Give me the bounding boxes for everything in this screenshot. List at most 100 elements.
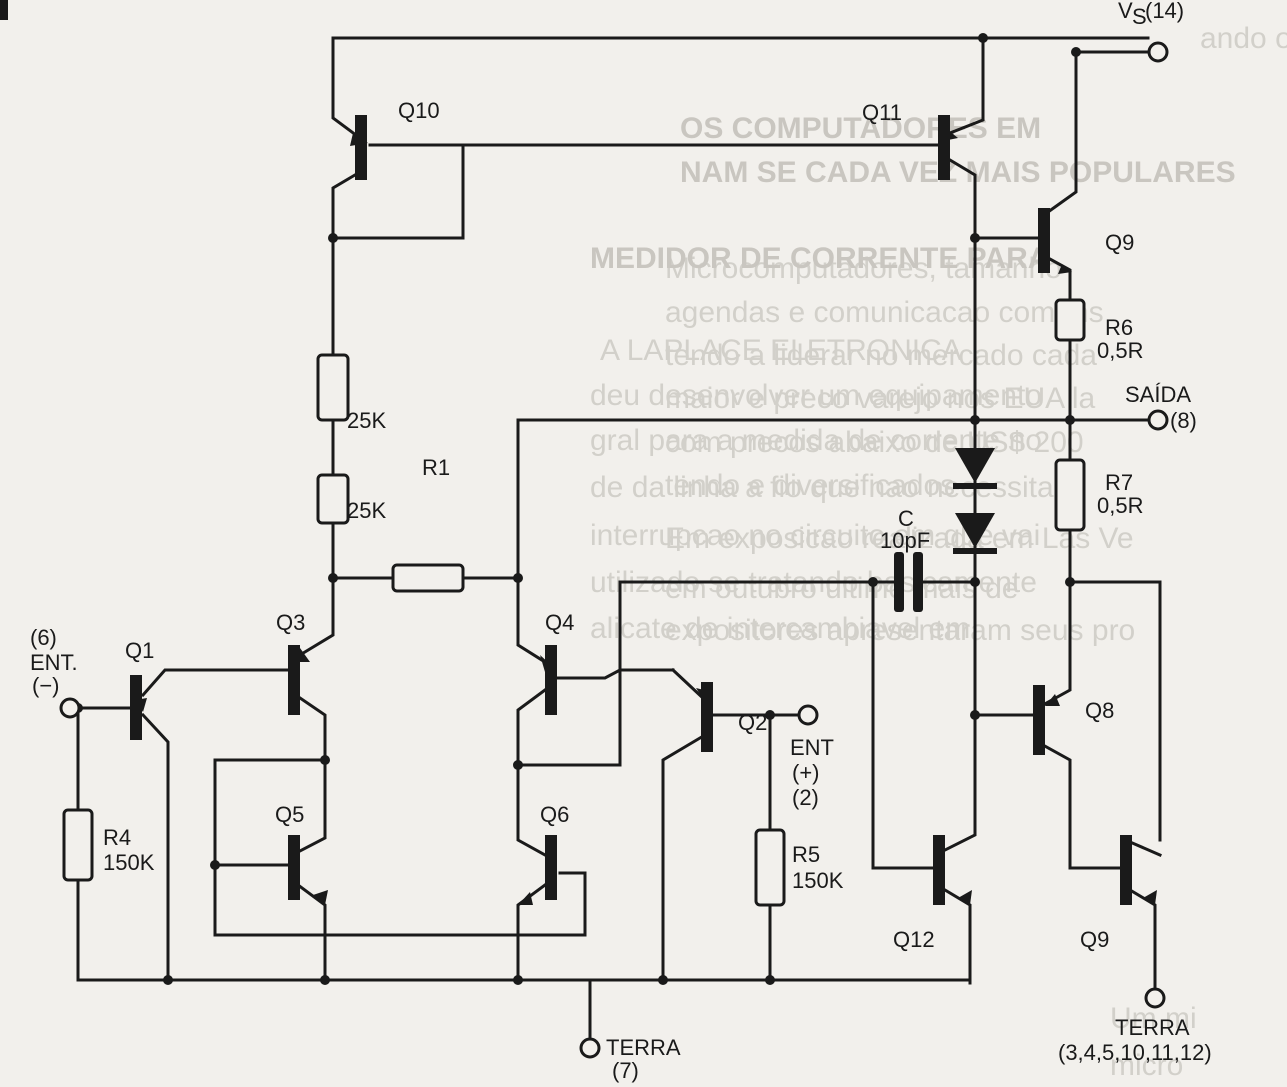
bg-text-13: MEDIDOR DE CORRENTE PARA: [590, 242, 1049, 275]
r6-resistor: [1054, 298, 1086, 342]
q5-arrow: [313, 890, 328, 905]
diode-lower-cathode: [953, 548, 997, 554]
ent-neg-sign: (−): [32, 673, 60, 698]
q4-label: Q4: [545, 610, 574, 635]
q12-label: Q12: [893, 927, 935, 952]
bg-text-20: alicate de intercambiavel em: [590, 612, 970, 645]
terra-right-pins-label: (3,4,5,10,11,12): [1058, 1040, 1212, 1065]
q1-base-bar: [130, 675, 142, 740]
q3-label: Q3: [276, 610, 305, 635]
q2-label: Q2: [738, 710, 767, 735]
terra-left-label: TERRA: [606, 1035, 681, 1060]
q5-label: Q5: [275, 802, 304, 827]
q10-base-bar: [355, 115, 367, 180]
labels: V S (14) Q10 Q11 Q9 R6 0,5R SAÍDA (8) R7…: [30, 0, 1212, 1083]
bg-text-4: Microcomputadores, tamanho: [665, 252, 1062, 285]
q9-top-label: Q9: [1105, 230, 1134, 255]
ent-neg-pin-label: (6): [30, 625, 57, 650]
q9-top-base-bar: [1038, 208, 1050, 273]
bg-text-14: A LAPLACE ELETRONICA: [600, 334, 962, 367]
q8-base-bar: [1033, 685, 1045, 755]
terra-left-pin-label: (7): [612, 1058, 639, 1083]
capacitor-plate-right: [913, 552, 923, 612]
horizontal-resistor: [391, 563, 465, 593]
r5-resistor: [754, 828, 786, 907]
diodes: [953, 448, 997, 554]
terra-right-terminal: [1144, 987, 1166, 1009]
transistor-bases: [130, 115, 1132, 905]
r1-label: R1: [422, 455, 450, 480]
vs-label: V: [1118, 0, 1133, 23]
r7-value: 0,5R: [1097, 493, 1143, 518]
capacitor-c: [894, 552, 923, 612]
ent-positive-terminal: [797, 704, 819, 726]
bg-text-5: agendas e comunicacao comuns: [665, 296, 1104, 329]
q9-bottom-label: Q9: [1080, 927, 1109, 952]
r4-resistor: [62, 808, 94, 882]
r5-label: R5: [792, 842, 820, 867]
r5-value: 150K: [792, 868, 844, 893]
bg-text-15: deu desenvolver um equipamento: [590, 379, 1042, 412]
wires: [76, 36, 1162, 1042]
vs-pin-label: (14): [1145, 0, 1184, 23]
q9-top-arrow: [1058, 264, 1072, 274]
q12-arrow: [958, 890, 972, 905]
ent-neg-label: ENT.: [30, 650, 78, 675]
bg-text-9: tendo e diversificados: [665, 469, 955, 502]
junction-dots: [73, 33, 1081, 985]
vs-terminal: [1147, 41, 1169, 63]
r1-upper-resistor: [316, 353, 350, 422]
q3-base-bar: [288, 645, 300, 715]
background-page-text: ando o Brasil estao sendo OS COMPUTADORE…: [590, 22, 1287, 1082]
diode-lower: [955, 513, 995, 548]
r7-label: R7: [1105, 470, 1133, 495]
page-corner-mark: [0, 0, 8, 20]
ent-pos-sign: (+): [792, 760, 820, 785]
diode-upper: [955, 448, 995, 483]
bg-text-3: NAM SE CADA VEZ MAIS POPULARES: [680, 156, 1236, 189]
resistors: [62, 298, 1086, 907]
q10-label: Q10: [398, 98, 440, 123]
cap-label: C: [898, 506, 914, 531]
q6-arrow: [518, 892, 533, 905]
q2-base-bar: [701, 682, 713, 752]
r1-lower-value: 25K: [347, 498, 386, 523]
q11-label: Q11: [862, 100, 902, 125]
bg-text-2: OS COMPUTADORES EM: [680, 112, 1041, 145]
saida-terminal: [1147, 409, 1169, 431]
q6-base-bar: [545, 835, 557, 900]
terminals: [59, 41, 1169, 1059]
q1-label: Q1: [125, 638, 154, 663]
r1-upper-value: 25K: [347, 408, 386, 433]
q11-base-bar: [938, 115, 950, 180]
bg-text-11: em outubro ultimo mais de: [665, 572, 1019, 605]
saida-pin-label: (8): [1170, 408, 1197, 433]
diode-upper-cathode: [953, 483, 997, 489]
bg-text-1: ando o Brasil estao sendo: [1200, 22, 1287, 55]
q9-bottom-arrow: [1143, 890, 1157, 905]
q6-label: Q6: [540, 802, 569, 827]
q8-label: Q8: [1085, 698, 1114, 723]
q4-base-bar: [545, 645, 557, 715]
capacitor-plate-left: [894, 552, 904, 612]
cap-value: 10pF: [880, 528, 930, 553]
terra-left-terminal: [579, 1037, 601, 1059]
ent-pos-pin-label: (2): [792, 785, 819, 810]
bg-text-7: maior e preco varejo nos EUA la: [665, 382, 1096, 415]
r6-label: R6: [1105, 315, 1133, 340]
bg-text-8: com precos abaixo de US$ 200: [665, 426, 1084, 459]
r4-label: R4: [103, 825, 131, 850]
q9-bottom-base-bar: [1120, 835, 1132, 905]
ent-negative-terminal: [59, 697, 81, 719]
vs-subscript: S: [1132, 4, 1147, 29]
bg-text-12: expositores apresentaram seus pro: [665, 614, 1135, 647]
saida-label: SAÍDA: [1125, 382, 1191, 407]
r1-lower-resistor: [316, 473, 350, 525]
q8-arrow: [1045, 694, 1060, 706]
ent-pos-label: ENT: [790, 735, 834, 760]
q12-base-bar: [933, 835, 945, 905]
r6-value: 0,5R: [1097, 338, 1143, 363]
r7-resistor: [1054, 458, 1086, 532]
r4-value: 150K: [103, 850, 155, 875]
